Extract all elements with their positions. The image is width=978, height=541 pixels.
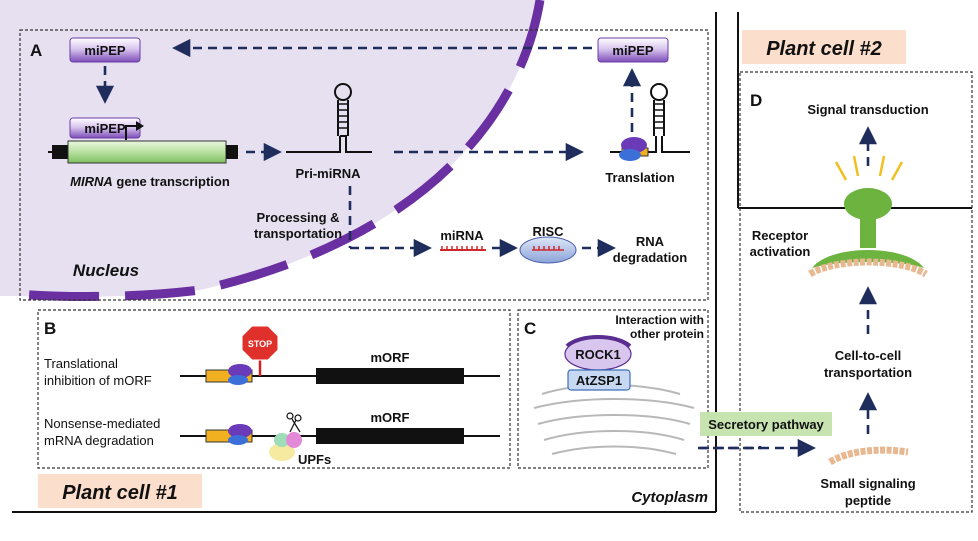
rna-degradation-line1: RNA bbox=[636, 234, 665, 249]
promoter-arrow-head bbox=[136, 121, 144, 131]
gene-name: MIRNA bbox=[70, 174, 113, 189]
translation-loop bbox=[650, 83, 668, 101]
panel-b-box bbox=[37, 309, 511, 469]
upf-protein-green bbox=[274, 433, 290, 447]
primirna-strand bbox=[286, 135, 372, 153]
secretory-pathway-label: Secretory pathway bbox=[708, 417, 824, 432]
primirna-stem bbox=[337, 100, 349, 136]
panel-d-box bbox=[739, 71, 973, 513]
mipep-box-topright bbox=[597, 37, 669, 63]
peptide-line2: peptide bbox=[845, 493, 891, 508]
ribosome-large-row1 bbox=[228, 364, 252, 378]
receptor-stem bbox=[860, 214, 876, 248]
morf-block-row2 bbox=[316, 428, 464, 444]
cell1-label-bg bbox=[38, 474, 202, 508]
scissors-icon bbox=[286, 412, 294, 420]
atzsp1-label: AtZSP1 bbox=[576, 373, 622, 388]
panel-a-box bbox=[19, 29, 709, 301]
gene-right-cap bbox=[226, 145, 238, 159]
nuclear-envelope bbox=[17, 0, 545, 301]
secretory-pathway-bg bbox=[700, 412, 832, 436]
scissors-blades bbox=[289, 418, 301, 433]
panel-d-label: D bbox=[750, 91, 762, 110]
nmd-line1: Nonsense-mediated bbox=[44, 416, 160, 431]
stop-sign-label: STOP bbox=[248, 339, 272, 349]
ribosome-large-row2 bbox=[228, 424, 252, 438]
membrane-bead-chain bbox=[808, 258, 928, 278]
c2c-line1: Cell-to-cell bbox=[835, 348, 901, 363]
panel-b-label: B bbox=[44, 319, 56, 338]
golgi-cisterna-5 bbox=[551, 445, 677, 455]
ribosome-small-row1 bbox=[228, 375, 248, 385]
mirna-bases bbox=[441, 246, 483, 250]
interaction-line2: other protein bbox=[630, 327, 704, 341]
c2c-line2: transportation bbox=[824, 365, 912, 380]
cell2-label-bg bbox=[742, 30, 906, 64]
nmd-line2: mRNA degradation bbox=[44, 433, 154, 448]
morf-label-row2: mORF bbox=[371, 410, 410, 425]
upf-protein-pink bbox=[286, 432, 302, 448]
activation-rays bbox=[834, 155, 904, 181]
cytoplasm-label: Cytoplasm bbox=[631, 489, 708, 506]
gene-transcription-label: MIRNA gene transcription bbox=[70, 174, 230, 189]
ribosome-large-subunit bbox=[621, 137, 647, 153]
peptide-line1: Small signaling bbox=[820, 476, 915, 491]
translation-label: Translation bbox=[605, 170, 674, 185]
promoter-arrow-stem bbox=[125, 125, 138, 140]
risc-label: RISC bbox=[532, 224, 564, 239]
signal-transduction-label: Signal transduction bbox=[807, 102, 928, 117]
translational-inhibition-line1: Translational bbox=[44, 356, 118, 371]
gene-left-cap bbox=[52, 145, 68, 159]
primirna-base-pairs bbox=[338, 103, 348, 129]
mipep-box-topleft bbox=[69, 37, 141, 63]
mirna-label: miRNA bbox=[440, 228, 484, 243]
panel-c-box bbox=[517, 309, 709, 469]
panel-a-label: A bbox=[30, 41, 42, 60]
mirna-gene-body bbox=[67, 140, 227, 164]
rock1-label: ROCK1 bbox=[575, 347, 621, 362]
processing-label-line2: transportation bbox=[254, 226, 342, 241]
upf-protein-yellow bbox=[269, 443, 295, 461]
mipep-label-topleft: miPEP bbox=[84, 43, 126, 58]
mipep-label-topright: miPEP bbox=[612, 43, 654, 58]
translation-stem bbox=[653, 100, 665, 136]
morf-block-row1 bbox=[316, 368, 464, 384]
scissors-handle-icon bbox=[294, 414, 302, 422]
mipep-label-gene: miPEP bbox=[84, 121, 126, 136]
ribosome-small-subunit bbox=[619, 149, 641, 161]
cell2-label: Plant cell #2 bbox=[766, 38, 882, 60]
upfs-label: UPFs bbox=[298, 452, 331, 467]
stop-sign-icon bbox=[241, 325, 279, 361]
primirna-loop bbox=[334, 83, 352, 101]
receptor-activation-line2: activation bbox=[750, 244, 811, 259]
morf-label-row1: mORF bbox=[371, 350, 410, 365]
small-signaling-peptide bbox=[828, 446, 909, 466]
ribosome-small-row2 bbox=[228, 435, 248, 445]
receptor-activation-line1: Receptor bbox=[752, 228, 808, 243]
panel-c-label: C bbox=[524, 319, 536, 338]
rna-degradation-line2: degradation bbox=[613, 250, 687, 265]
golgi-cisterna-4 bbox=[543, 430, 685, 441]
atzsp1-protein bbox=[567, 369, 631, 391]
golgi-cisterna-2 bbox=[533, 398, 695, 409]
risc-bound-mirna bbox=[532, 246, 564, 251]
nucleus-label: Nucleus bbox=[73, 261, 139, 280]
translation-base-pairs bbox=[654, 103, 664, 129]
golgi-cisterna-3 bbox=[537, 414, 691, 425]
interaction-line1: Interaction with bbox=[615, 313, 704, 327]
rock1-top-band bbox=[565, 335, 632, 348]
cell1-label: Plant cell #1 bbox=[62, 482, 178, 504]
processing-label-line1: Processing & bbox=[256, 210, 339, 225]
gene-transcription-text: gene transcription bbox=[113, 174, 230, 189]
receptor-head bbox=[844, 188, 892, 220]
primirna-label: Pri-miRNA bbox=[295, 166, 361, 181]
translational-inhibition-line2: inhibition of mORF bbox=[44, 373, 152, 388]
